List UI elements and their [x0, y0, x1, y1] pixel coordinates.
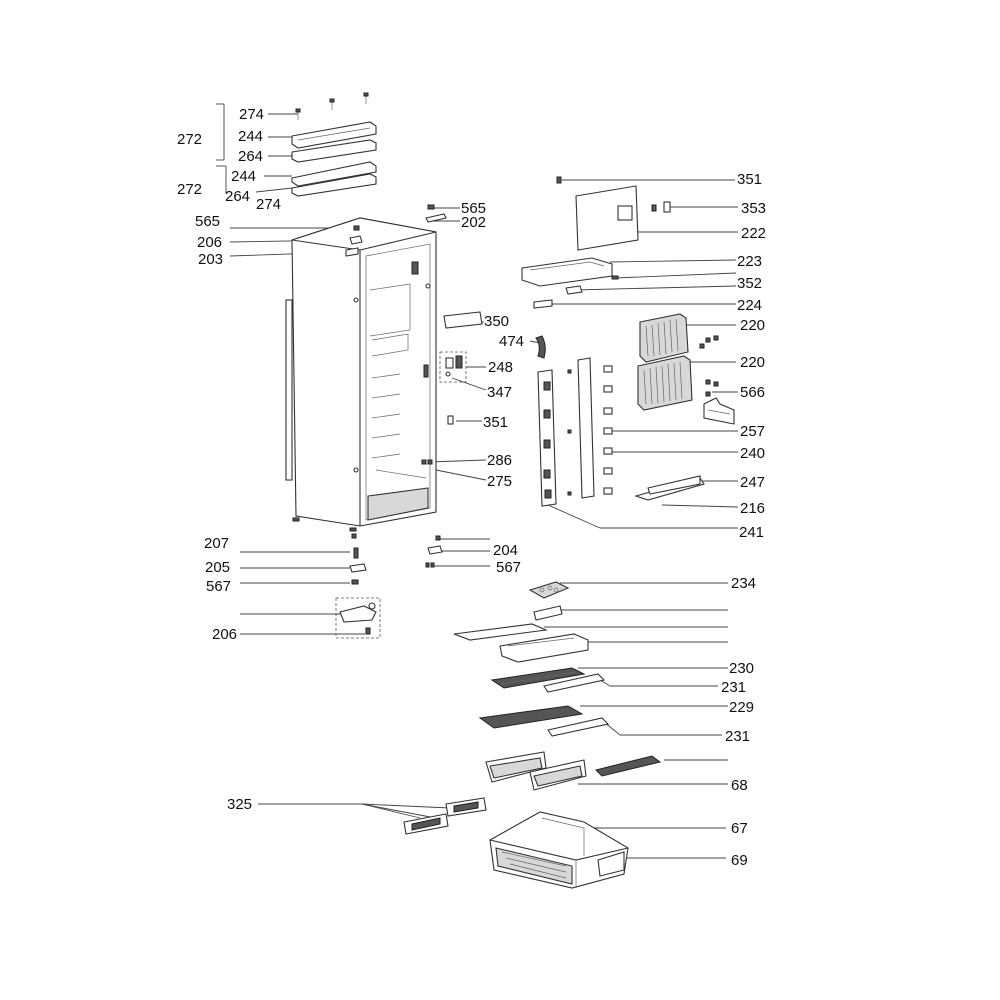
label-229: 229	[729, 699, 754, 716]
crisper-drawer	[489, 811, 629, 889]
label-202: 202	[461, 214, 486, 231]
freezer-door	[521, 176, 671, 309]
leader-lines	[216, 103, 739, 859]
label-567-right: 567	[496, 559, 521, 576]
door-strips	[537, 357, 613, 507]
label-566: 566	[740, 384, 765, 401]
label-272-bottom: 272	[177, 181, 202, 198]
label-286: 286	[487, 452, 512, 469]
label-234: 234	[731, 575, 756, 592]
control-group-248	[439, 351, 467, 383]
label-67: 67	[731, 820, 748, 837]
bracket-566	[703, 397, 735, 425]
label-230: 230	[729, 660, 754, 677]
label-351-middle: 351	[483, 414, 508, 431]
label-241: 241	[739, 524, 764, 541]
label-272-top: 272	[177, 131, 202, 148]
label-240: 240	[740, 445, 765, 462]
screws-274	[295, 92, 369, 120]
label-567-left: 567	[206, 578, 231, 595]
label-231-bottom: 231	[725, 728, 750, 745]
refrigerator-cabinet	[285, 217, 437, 532]
freezer-shelf	[453, 623, 589, 663]
label-353: 353	[741, 200, 766, 217]
label-222: 222	[741, 225, 766, 242]
label-69: 69	[731, 852, 748, 869]
label-565-right: 565	[461, 200, 486, 217]
label-206-bottom: 206	[212, 626, 237, 643]
label-274-bottom: 274	[256, 196, 281, 213]
part-labels: 272 274 244 264 272 244 264 274 565 206 …	[177, 106, 766, 869]
label-325: 325	[227, 796, 252, 813]
top-hinge-covers	[291, 121, 377, 197]
label-274-top: 274	[239, 106, 264, 123]
parts-286-275	[421, 459, 433, 465]
label-244-bottom: 244	[231, 168, 256, 185]
label-565-left: 565	[195, 213, 220, 230]
wire-474	[535, 335, 546, 359]
parts-204-567	[425, 535, 443, 568]
label-352: 352	[737, 275, 762, 292]
part-351-middle	[447, 415, 454, 425]
label-264-top: 264	[238, 148, 263, 165]
label-275: 275	[487, 473, 512, 490]
bottle-holders-325	[403, 797, 487, 835]
label-244-top: 244	[238, 128, 263, 145]
label-223: 223	[737, 253, 762, 270]
label-207: 207	[204, 535, 229, 552]
evaporator-panels	[637, 313, 719, 411]
label-350: 350	[484, 313, 509, 330]
label-351-top: 351	[737, 171, 762, 188]
bottom-hinge-parts	[335, 533, 381, 639]
ice-tray-234	[528, 581, 570, 621]
label-347: 347	[487, 384, 512, 401]
crisper-covers	[485, 751, 662, 791]
label-224: 224	[737, 297, 762, 314]
label-68: 68	[731, 777, 748, 794]
label-206-top: 206	[197, 234, 222, 251]
label-474: 474	[499, 333, 524, 350]
label-204: 204	[493, 542, 518, 559]
label-220-top: 220	[740, 317, 765, 334]
label-264-bottom: 264	[225, 188, 250, 205]
label-216: 216	[740, 500, 765, 517]
glass-shelves	[478, 667, 610, 737]
label-203: 203	[198, 251, 223, 268]
label-247: 247	[740, 474, 765, 491]
label-231-top: 231	[721, 679, 746, 696]
top-hinge-parts	[345, 204, 447, 257]
shelf-247	[634, 475, 705, 501]
label-220-bottom: 220	[740, 354, 765, 371]
cover-350	[443, 311, 483, 329]
label-205: 205	[205, 559, 230, 576]
label-248: 248	[488, 359, 513, 376]
label-257: 257	[740, 423, 765, 440]
